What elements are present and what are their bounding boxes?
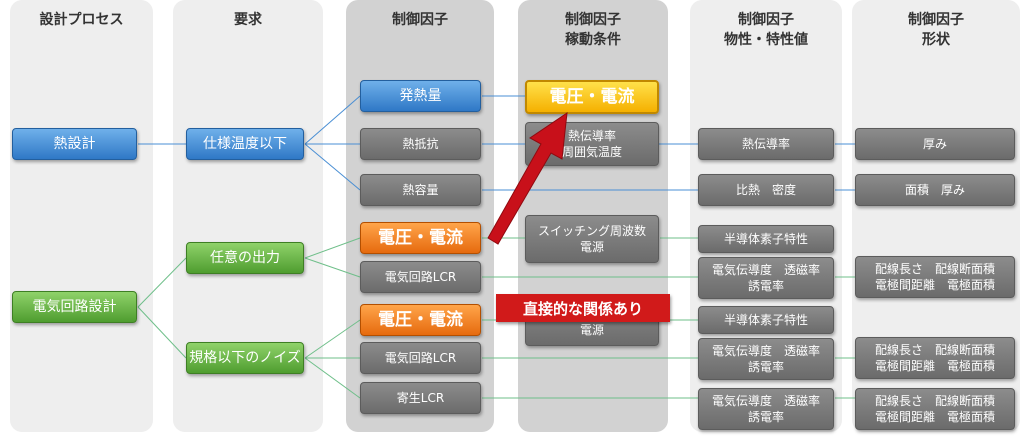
property-semiconductor-1: 半導体素子特性	[698, 225, 834, 253]
shape-area-thickness: 面積 厚み	[855, 174, 1015, 206]
shape-wiring-3: 配線長さ 配線断面積 電極間距離 電極面積	[855, 388, 1015, 430]
factor-heat-gen: 発熱量	[360, 80, 481, 112]
factor-lcr-1: 電気回路LCR	[360, 261, 481, 293]
requirement-noise: 規格以下のノイズ	[186, 342, 304, 374]
shape-thickness: 厚み	[855, 128, 1015, 160]
property-electrical-2: 電気伝導度 透磁率 誘電率	[698, 338, 834, 380]
line-temp-heatgen	[304, 95, 361, 145]
line-output-volt1	[304, 237, 361, 259]
condition-switching-1: スイッチング周波数 電源	[525, 215, 659, 263]
line-circuit-output	[137, 257, 187, 308]
column-title-process: 設計プロセス	[39, 12, 124, 28]
column-title-property: 制御因子 物性・特性値	[724, 12, 808, 48]
line-output-lcr1	[304, 257, 361, 278]
property-electrical-1: 電気伝導度 透磁率 誘電率	[698, 257, 834, 299]
property-conductivity: 熱伝導率	[698, 128, 834, 160]
shape-wiring-2: 配線長さ 配線断面積 電極間距離 電極面積	[855, 337, 1015, 379]
line-circuit-noise	[137, 306, 187, 359]
circuit-connectors	[137, 237, 855, 399]
line-temp-cap	[304, 143, 361, 191]
column-process: 設計プロセス	[10, 0, 153, 432]
process-thermal: 熱設計	[12, 128, 137, 160]
factor-voltage-current-2: 電圧・電流	[360, 304, 481, 336]
line-noise-parasitic	[304, 357, 361, 399]
column-title-shape: 制御因子 形状	[908, 12, 964, 48]
factor-heat-cap: 熱容量	[360, 174, 481, 206]
factor-voltage-current-1: 電圧・電流	[360, 222, 481, 254]
requirement-temp: 仕様温度以下	[186, 128, 304, 160]
column-title-requirement: 要求	[234, 12, 262, 28]
factor-lcr-2: 電気回路LCR	[360, 342, 481, 374]
factor-parasitic-lcr: 寄生LCR	[360, 382, 481, 414]
factor-thermal-res: 熱抵抗	[360, 128, 481, 160]
property-electrical-3: 電気伝導度 透磁率 誘電率	[698, 388, 834, 430]
condition-voltage-current: 電圧・電流	[525, 80, 659, 114]
process-circuit: 電気回路設計	[12, 291, 137, 323]
arrow-shape	[487, 111, 568, 245]
requirement-output: 任意の出力	[186, 242, 304, 274]
property-specific-heat: 比熱 密度	[698, 174, 834, 206]
shape-wiring-1: 配線長さ 配線断面積 電極間距離 電極面積	[855, 256, 1015, 298]
direct-relation-callout: 直接的な関係あり	[496, 294, 670, 322]
column-title-condition: 制御因子 稼動条件	[565, 12, 621, 48]
line-noise-volt2	[304, 319, 361, 359]
property-semiconductor-2: 半導体素子特性	[698, 306, 834, 334]
column-title-factor: 制御因子	[392, 12, 448, 28]
